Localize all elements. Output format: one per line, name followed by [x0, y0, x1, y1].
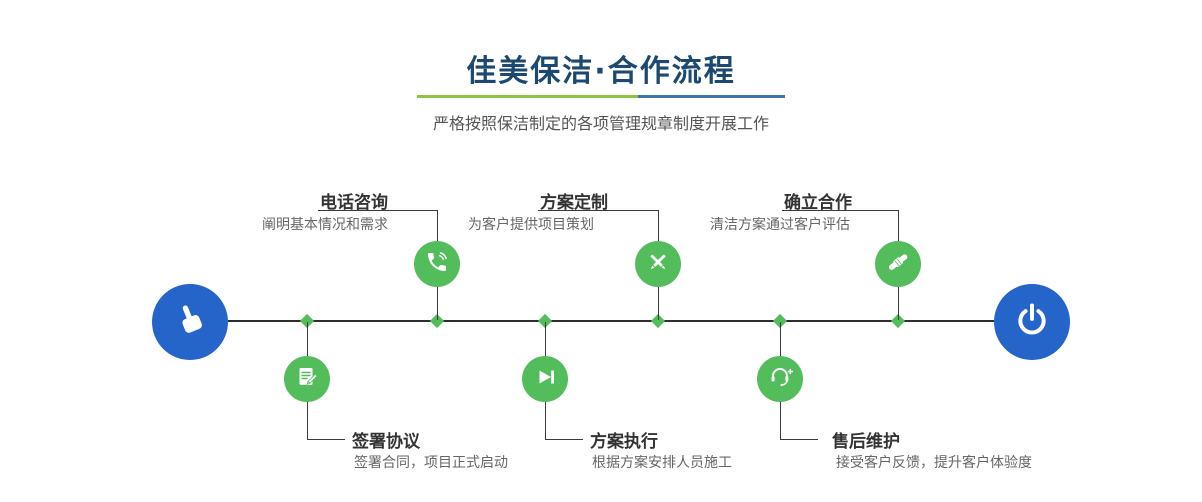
play-forward-icon: [533, 365, 557, 393]
connector-line: [545, 322, 546, 356]
connector-line: [307, 322, 308, 356]
label-elbow-line: [545, 402, 546, 440]
timeline-end-node: [994, 284, 1070, 360]
step-node-establish-coop: [875, 241, 921, 287]
step-title: 电话咨询: [320, 193, 388, 213]
step-title: 确立合作: [784, 193, 852, 213]
label-elbow-line: [307, 439, 345, 440]
timeline-line: [228, 320, 994, 322]
step-node-phone-consult: [414, 241, 460, 287]
step-desc: 签署合同，项目正式启动: [354, 455, 508, 471]
label-elbow-line: [307, 402, 308, 440]
step-node-after-sales: [757, 356, 803, 402]
headset-icon: [767, 364, 794, 394]
step-title: 方案定制: [540, 193, 608, 213]
step-desc: 清洁方案通过客户评估: [710, 217, 850, 233]
label-elbow-line: [538, 210, 659, 211]
power-icon: [1012, 300, 1052, 344]
label-elbow-line: [780, 402, 781, 440]
title-divider: [417, 95, 785, 98]
label-elbow-line: [898, 210, 899, 241]
pencil-tools-icon: [646, 250, 670, 278]
step-node-sign-agreement: [284, 356, 330, 402]
step-node-plan-custom: [635, 241, 681, 287]
step-desc: 为客户提供项目策划: [468, 217, 594, 233]
connector-line: [898, 287, 899, 320]
handshake-icon: [885, 249, 911, 279]
step-title: 售后维护: [832, 432, 900, 452]
divider-blue-segment: [637, 95, 785, 98]
step-desc: 接受客户反馈，提升客户体验度: [836, 455, 1032, 471]
step-desc: 根据方案安排人员施工: [592, 455, 732, 471]
connector-line: [437, 287, 438, 320]
document-sign-icon: [295, 365, 319, 393]
label-elbow-line: [437, 210, 438, 241]
label-elbow-line: [780, 439, 818, 440]
label-elbow-line: [318, 210, 438, 211]
divider-green-segment: [417, 95, 638, 98]
step-title: 方案执行: [590, 432, 658, 452]
connector-line: [658, 287, 659, 320]
step-title: 签署协议: [352, 432, 420, 452]
phone-icon: [425, 250, 449, 278]
step-desc: 阐明基本情况和需求: [262, 217, 388, 233]
label-elbow-line: [782, 210, 899, 211]
label-elbow-line: [658, 210, 659, 241]
timeline-start-node: [152, 284, 228, 360]
step-node-plan-execute: [522, 356, 568, 402]
label-elbow-line: [545, 439, 583, 440]
page-subtitle: 严格按照保洁制定的各项管理规章制度开展工作: [432, 114, 769, 133]
page-title: 佳美保洁·合作流程: [466, 54, 736, 89]
pointing-hand-icon: [170, 300, 210, 344]
connector-line: [780, 322, 781, 356]
